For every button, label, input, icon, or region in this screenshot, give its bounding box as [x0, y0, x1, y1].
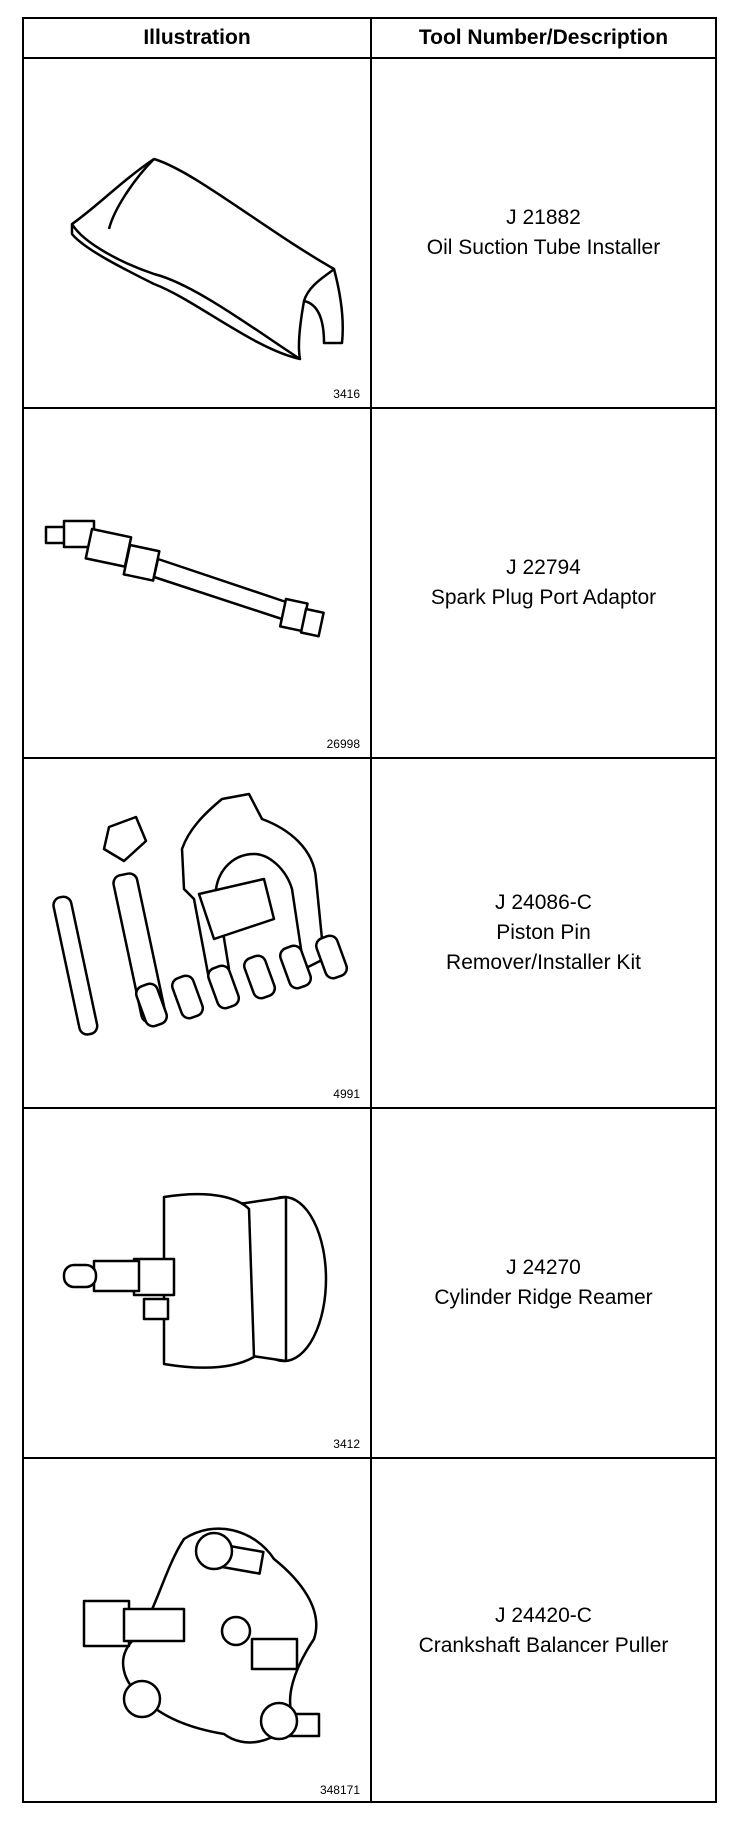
figure-number: 26998 [326, 737, 360, 751]
illustration-cell: 26998 [24, 409, 370, 757]
table-row: 4991 J 24086-C Piston Pin Remover/Instal… [24, 759, 715, 1109]
table-row: 26998 J 22794 Spark Plug Port Adaptor [24, 409, 715, 759]
figure-number: 3416 [333, 387, 360, 401]
illustration-cell: 4991 [24, 759, 370, 1107]
figure-number: 3412 [333, 1437, 360, 1451]
table-row: 348171 J 24420-C Crankshaft Balancer Pul… [24, 1459, 715, 1803]
figure-number: 348171 [319, 1783, 360, 1797]
illustration-cell: 348171 [24, 1459, 370, 1803]
illustration-cell: 3416 [24, 59, 370, 407]
tool-description: J 24086-C Piston Pin Remover/Installer K… [372, 759, 715, 1107]
table-row: 3416 J 21882 Oil Suction Tube Installer [24, 59, 715, 409]
adaptor-icon [44, 519, 325, 638]
table-row: 3412 J 24270 Cylinder Ridge Reamer [24, 1109, 715, 1459]
tool-description: J 24420-C Crankshaft Balancer Puller [372, 1459, 715, 1803]
header-illustration: Illustration [143, 26, 251, 49]
tool-number: J 21882 [506, 206, 581, 229]
tool-name: Piston Pin [496, 921, 591, 944]
ridge-reamer-icon [62, 1192, 328, 1369]
tool-number: J 24086-C [495, 891, 592, 914]
header-tool-number-description: Tool Number/Description [418, 26, 669, 49]
figure-number: 4991 [333, 1087, 360, 1101]
tool-name-line-2: Remover/Installer Kit [446, 951, 641, 974]
tool-number: J 24270 [506, 1256, 581, 1279]
tool-description: J 21882 Oil Suction Tube Installer [372, 59, 715, 407]
tool-table: Illustration Tool Number/Description 341… [22, 17, 717, 1803]
tool-description: J 22794 Spark Plug Port Adaptor [372, 409, 715, 757]
tool-description: J 24270 Cylinder Ridge Reamer [372, 1109, 715, 1457]
table-header: Illustration Tool Number/Description [24, 19, 715, 59]
piston-pin-kit-icon [52, 792, 349, 1036]
tool-number: J 24420-C [495, 1604, 592, 1627]
half-pipe-icon [70, 157, 344, 361]
illustration-cell: 3412 [24, 1109, 370, 1457]
tool-name: Crankshaft Balancer Puller [418, 1634, 669, 1657]
tool-name: Cylinder Ridge Reamer [434, 1286, 653, 1309]
tool-name: Oil Suction Tube Installer [426, 236, 661, 259]
balancer-puller-icon [82, 1527, 321, 1744]
tool-number: J 22794 [506, 556, 581, 579]
column-divider [370, 19, 372, 1801]
tool-name: Spark Plug Port Adaptor [430, 586, 657, 609]
